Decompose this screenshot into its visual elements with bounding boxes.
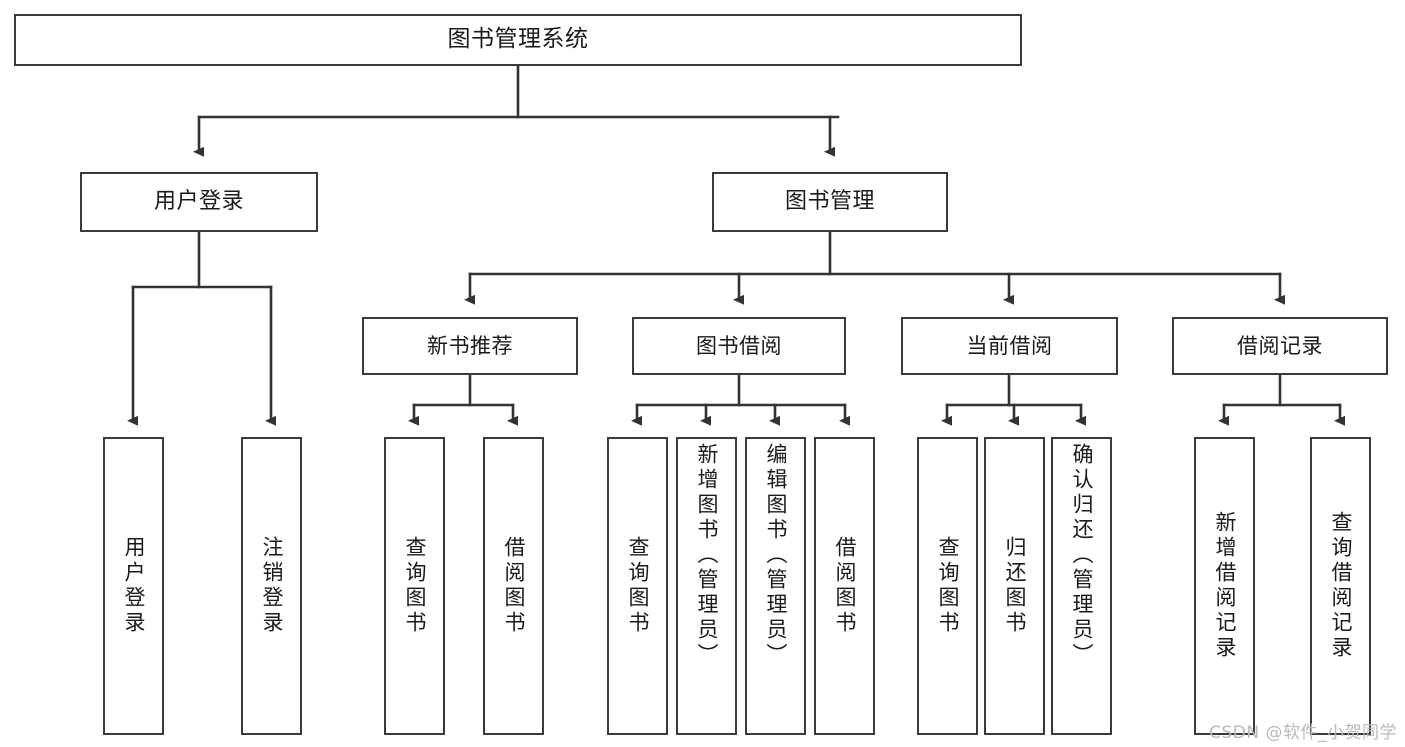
leaf-add-borrow-record[interactable]: 新增借阅记录 <box>1194 437 1255 735</box>
node-label: 查询图书 <box>936 536 960 636</box>
leaf-confirm-return-admin[interactable]: 确认归还（管理员） <box>1051 437 1112 735</box>
node-label: 归还图书 <box>1003 536 1027 636</box>
leaf-add-book-admin[interactable]: 新增图书（管理员） <box>676 437 737 735</box>
node-label: 编辑图书（管理员） <box>764 443 788 668</box>
node-label: 借阅图书 <box>833 536 857 636</box>
node-borrow-record[interactable]: 借阅记录 <box>1172 317 1388 375</box>
node-label: 当前借阅 <box>966 333 1053 358</box>
node-label: 图书借阅 <box>696 333 782 358</box>
node-user-login[interactable]: 用户登录 <box>80 172 318 232</box>
leaf-query-book-borrow[interactable]: 查询图书 <box>607 437 668 735</box>
node-label: 用户登录 <box>153 189 244 215</box>
node-label: 新书推荐 <box>427 333 513 358</box>
node-label: 用户登录 <box>122 536 146 636</box>
csdn-watermark: CSDN @软件_小贺同学 <box>1209 723 1397 743</box>
leaf-query-borrow-record[interactable]: 查询借阅记录 <box>1310 437 1371 735</box>
node-label: 借阅记录 <box>1237 333 1323 358</box>
node-book-management[interactable]: 图书管理 <box>712 172 948 232</box>
node-label: 查询借阅记录 <box>1329 511 1353 661</box>
leaf-return-book[interactable]: 归还图书 <box>984 437 1045 735</box>
node-current-borrow[interactable]: 当前借阅 <box>901 317 1118 375</box>
node-label: 查询图书 <box>403 536 427 636</box>
leaf-user-login[interactable]: 用户登录 <box>103 437 164 735</box>
leaf-borrow-book-recommend[interactable]: 借阅图书 <box>483 437 544 735</box>
node-new-book-recommend[interactable]: 新书推荐 <box>362 317 578 375</box>
node-label: 新增图书（管理员） <box>695 443 719 668</box>
node-label: 图书管理 <box>784 189 875 215</box>
node-label: 确认归还（管理员） <box>1070 443 1094 668</box>
node-root-book-management-system[interactable]: 图书管理系统 <box>14 14 1022 66</box>
leaf-query-book-recommend[interactable]: 查询图书 <box>384 437 445 735</box>
leaf-query-book-current[interactable]: 查询图书 <box>917 437 978 735</box>
leaf-edit-book-admin[interactable]: 编辑图书（管理员） <box>745 437 806 735</box>
node-label: 借阅图书 <box>502 536 526 636</box>
leaf-logout[interactable]: 注销登录 <box>241 437 302 735</box>
node-label: 新增借阅记录 <box>1213 511 1237 661</box>
node-label: 查询图书 <box>626 536 650 636</box>
leaf-borrow-book[interactable]: 借阅图书 <box>814 437 875 735</box>
node-label: 图书管理系统 <box>447 26 589 53</box>
node-label: 注销登录 <box>260 536 284 636</box>
node-book-borrow[interactable]: 图书借阅 <box>632 317 846 375</box>
